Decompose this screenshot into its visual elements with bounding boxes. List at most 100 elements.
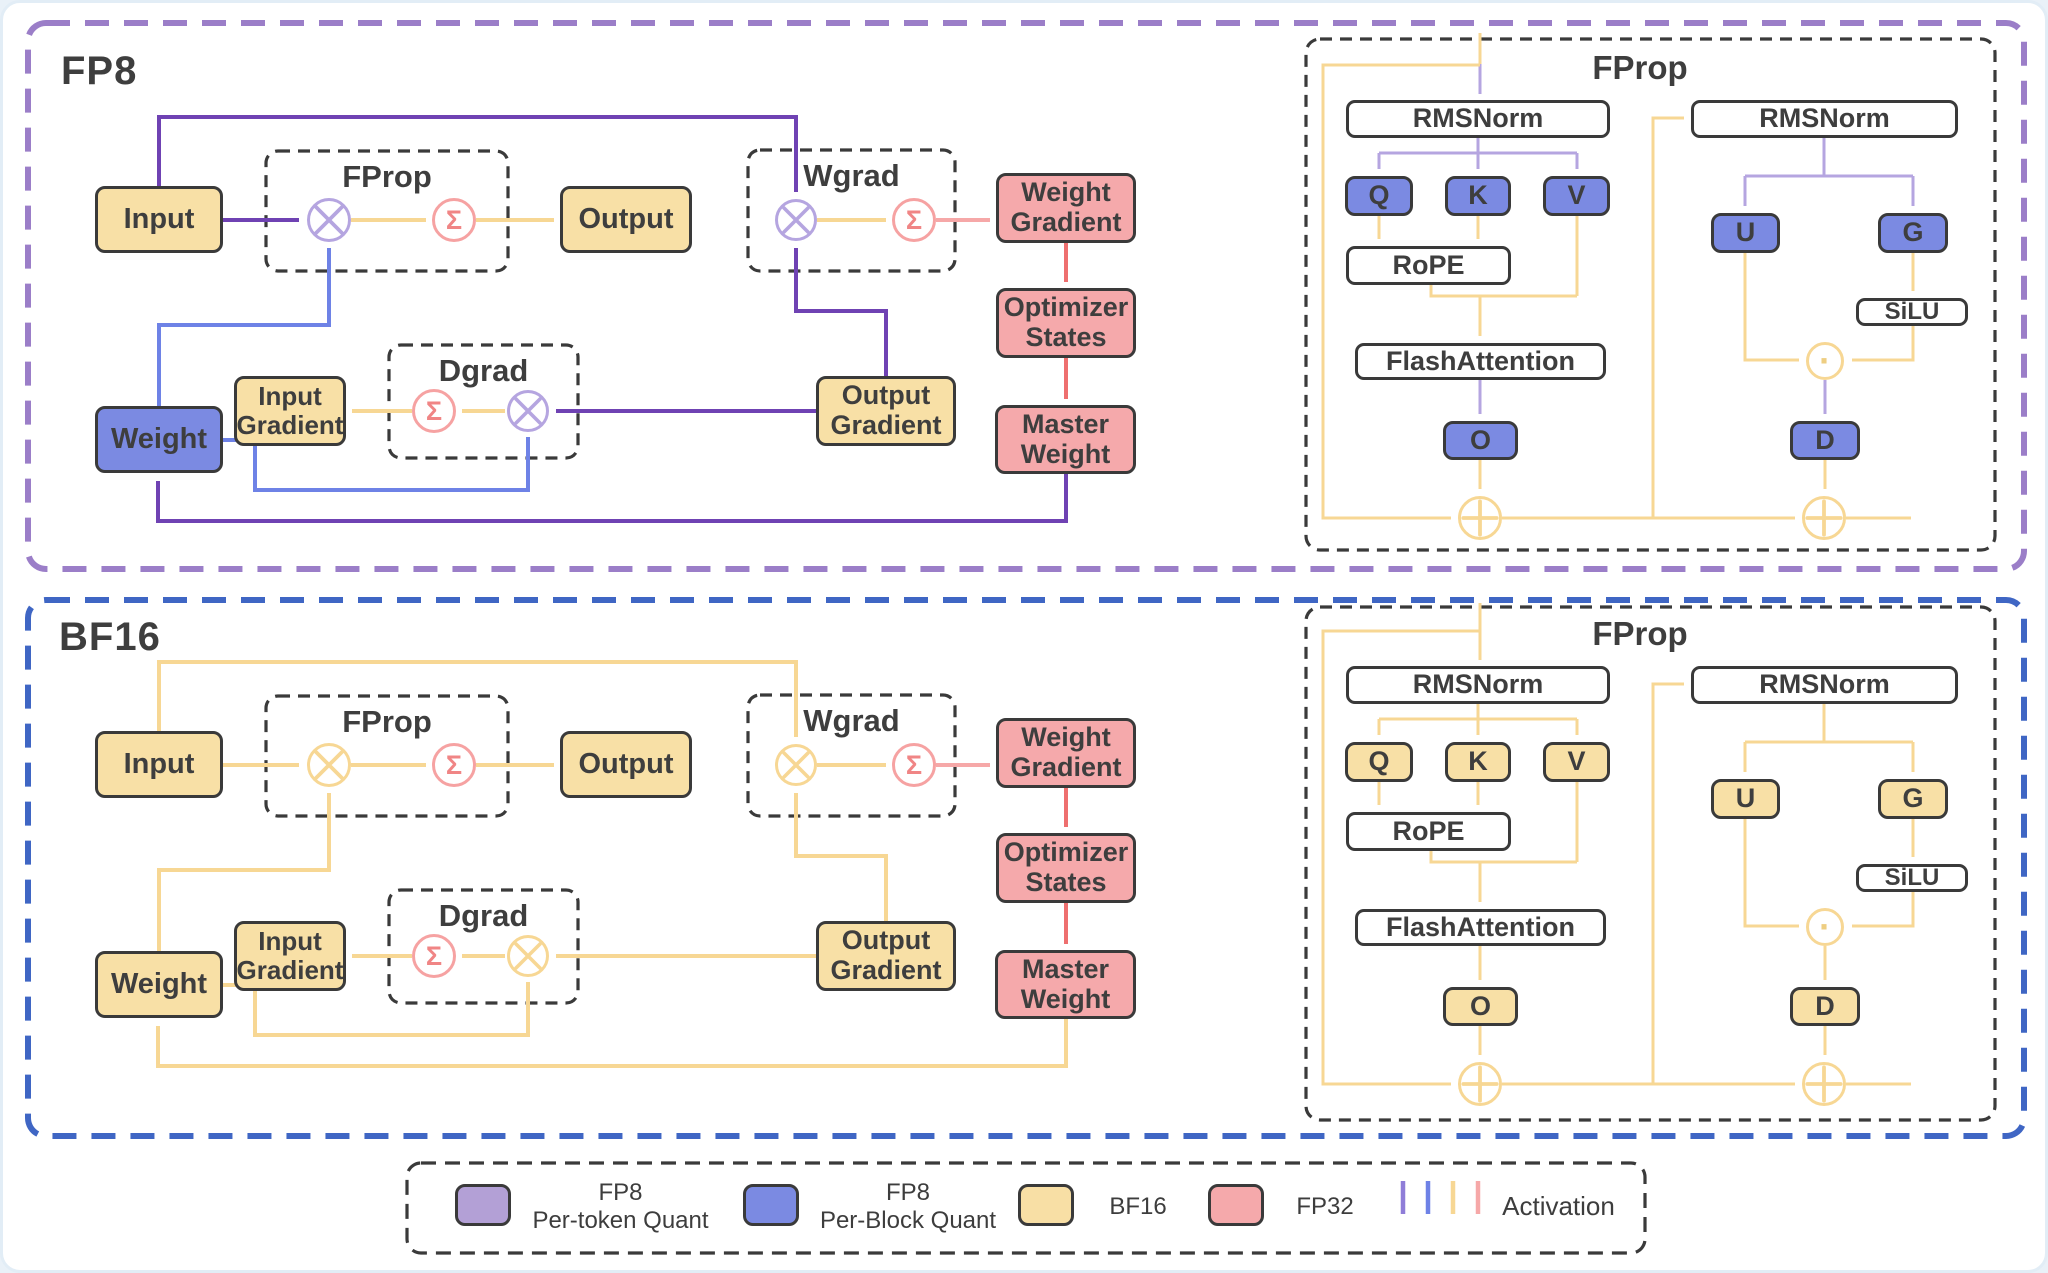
bf16-k-box: K: [1445, 742, 1511, 782]
legend-label-fp8-per-token: FP8 Per-token Quant: [523, 1179, 718, 1234]
fp8-mlp-residual-add-icon: [1802, 496, 1846, 540]
fp8-rmsnorm-attn-box: RMSNorm: [1346, 100, 1610, 138]
bf16-d-box: D: [1790, 987, 1860, 1026]
label-line: Gradient: [1010, 752, 1122, 782]
bf16-o-box: O: [1443, 987, 1518, 1026]
label-line: Gradient: [236, 410, 344, 440]
fp8-master-weight-box: Master Weight: [995, 405, 1136, 474]
dashed-borders: [25, 20, 2027, 1255]
bf16-rmsnorm-attn-box: RMSNorm: [1346, 666, 1610, 704]
bf16-rmsnorm-mlp-box: RMSNorm: [1691, 666, 1958, 704]
label-line: Input: [258, 926, 322, 957]
fp8-output-gradient-to-wgrad-line: [794, 248, 888, 376]
bf16-residual-add-icon: [1458, 1062, 1502, 1106]
fp8-fprop-detail-box: [1304, 37, 1997, 552]
fp8d-u-to-mul-line: [1743, 253, 1799, 362]
bf16-dgrad-sum-icon: Σ: [412, 934, 456, 978]
label-line: BF16: [1109, 1193, 1167, 1221]
fp8-o-box: O: [1443, 421, 1518, 460]
fp8-weight-box: Weight: [95, 406, 223, 473]
legend-swatch-fp32: [1208, 1184, 1264, 1226]
bf16d-qkv-split-line: [1379, 704, 1577, 721]
label-line: FP8: [885, 1179, 930, 1207]
bf16-q-box: Q: [1345, 742, 1413, 782]
label-line: Per-Block Quant: [819, 1207, 997, 1234]
bf16-detail-wires: [1321, 603, 1915, 1086]
bf16-detail-title: FProp: [1592, 615, 1688, 652]
fp8-wires: [156, 115, 1068, 523]
fp8-fprop-sum-icon: Σ: [432, 198, 476, 242]
fp8-flashattention-box: FlashAttention: [1355, 343, 1606, 380]
bf16-fprop-detail-box: [1304, 605, 1997, 1122]
bf16-wgrad-title: Wgrad: [803, 703, 900, 738]
bf16-dgrad-title: Dgrad: [438, 898, 529, 933]
fp8-silu-box: SiLU: [1856, 298, 1968, 326]
bf16-rope-box: RoPE: [1346, 812, 1511, 851]
bf16-fprop-sum-icon: Σ: [432, 743, 476, 787]
label-line: Output: [841, 380, 931, 411]
fp8d-silu-to-mul-line: [1852, 326, 1915, 362]
sum-symbol: Σ: [445, 204, 463, 235]
label-line: Output: [841, 925, 931, 956]
bf16-silu-box: SiLU: [1856, 864, 1968, 892]
label-line: Optimizer: [1003, 837, 1129, 868]
bf16-wgrad-sum-icon: Σ: [892, 743, 936, 787]
bf16-wires: [156, 660, 1068, 1068]
bf16-mlp-residual-add-icon: [1802, 1062, 1846, 1106]
label-line: Gradient: [830, 955, 942, 985]
bf16-g-box: G: [1878, 779, 1948, 819]
fp8-fprop-matmul-icon: [307, 198, 351, 242]
legend-label-fp32: FP32: [1275, 1182, 1375, 1232]
bf16-fprop-title: FProp: [342, 704, 432, 739]
bf16d-riser-to-rmsnorm-line: [1651, 682, 1684, 1084]
legend-label-bf16: BF16: [1088, 1182, 1188, 1232]
fp8-output-box: Output: [560, 186, 692, 253]
fp8d-residual-skip-line: [1321, 63, 1480, 520]
legend-swatch-fp8-per-block: [743, 1184, 799, 1226]
fp8-master-weight-feedback-line: [156, 474, 1068, 523]
bf16-flashattention-box: FlashAttention: [1355, 909, 1606, 946]
fp8-detail-title: FProp: [1592, 49, 1688, 86]
wires-layer: [25, 20, 2027, 1255]
fp8-residual-add-icon: [1458, 496, 1502, 540]
fp8-u-box: U: [1711, 213, 1780, 253]
label-line: Master: [1021, 408, 1110, 439]
bf16d-residual-skip-line: [1321, 629, 1480, 1086]
fp8-weight-gradient-box: Weight Gradient: [996, 173, 1136, 243]
bf16-output-gradient-to-wgrad-line: [794, 793, 888, 921]
label-line: Gradient: [1010, 207, 1122, 237]
fp8-input-to-wgrad-line: [157, 115, 798, 192]
fp8-panel-border: [25, 20, 2027, 572]
legend-swatch-bf16: [1018, 1184, 1074, 1226]
bf16-master-weight-feedback-line: [156, 1019, 1068, 1068]
label-line: Weight: [1020, 438, 1111, 469]
fp8-dgrad-sum-icon: Σ: [412, 389, 456, 433]
bf16-weight-gradient-box: Weight Gradient: [996, 718, 1136, 788]
bf16-wgrad-dashed-box: [746, 693, 957, 818]
fp8-input-box: Input: [95, 186, 223, 253]
fp8-fprop-dashed-box: [264, 149, 510, 273]
sum-symbol: Σ: [905, 749, 923, 780]
bf16-input-gradient-box: Input Gradient: [234, 921, 346, 991]
bf16-weight-to-fprop-line: [157, 793, 331, 951]
bf16-fprop-matmul-icon: [307, 743, 351, 787]
legend-swatch-fp8-per-token: [455, 1184, 511, 1226]
label-line: Weight: [1020, 983, 1111, 1014]
fp8-q-box: Q: [1345, 176, 1413, 216]
bf16-weight-box: Weight: [95, 951, 223, 1018]
bf16-output-box: Output: [560, 731, 692, 798]
bf16-elementwise-mul-icon: ·: [1806, 908, 1844, 946]
fp8-g-box: G: [1878, 213, 1948, 253]
legend-border: [405, 1161, 1647, 1255]
fp8-fprop-title: FProp: [342, 159, 432, 194]
bf16-output-gradient-box: Output Gradient: [816, 921, 956, 991]
label-line: FP8: [598, 1179, 643, 1207]
sum-symbol: Σ: [445, 749, 463, 780]
label-line: Optimizer: [1003, 292, 1129, 323]
legend-label-activation: Activation: [1491, 1182, 1626, 1232]
fp8-dgrad-matmul-icon: [507, 390, 549, 432]
bf16-input-to-wgrad-line: [157, 660, 798, 737]
fp8d-qkv-split-line: [1379, 138, 1577, 155]
bf16-v-box: V: [1543, 742, 1610, 782]
fp8-rmsnorm-mlp-box: RMSNorm: [1691, 100, 1958, 138]
